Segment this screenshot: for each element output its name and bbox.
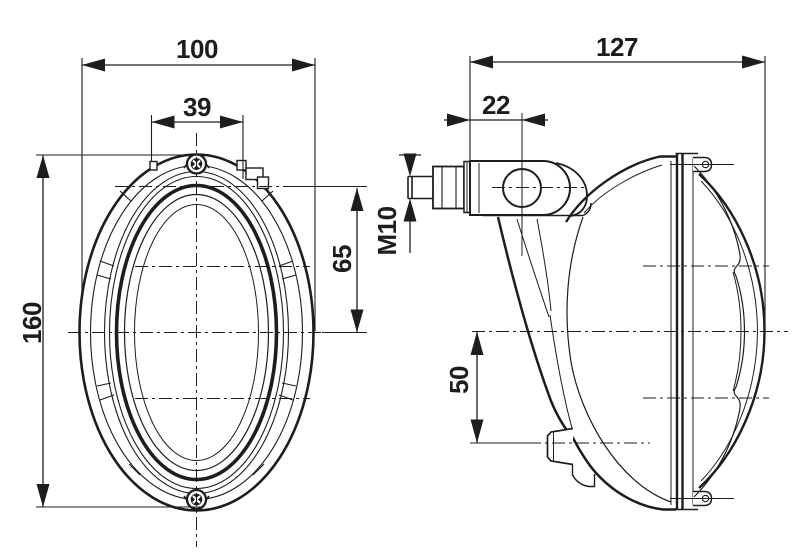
reflector-bowl-arc: [566, 216, 672, 503]
dim-bracket-width-39: 39: [150, 92, 244, 179]
grommet-step-block: [571, 464, 596, 488]
stud-nut-facets: [441, 166, 457, 209]
dim-thread-m10-label: M10: [372, 206, 402, 255]
dim-upper-offset-65-label: 65: [327, 245, 357, 273]
dim-arrow: [470, 419, 484, 443]
stud-nut: [432, 165, 465, 210]
housing-bottom-contour: [571, 437, 676, 511]
dim-connector-offset-50-label: 50: [444, 366, 474, 394]
dim-depth-127: 127: [469, 32, 766, 331]
dim-width-100: 100: [81, 34, 316, 331]
dim-arrow: [470, 331, 484, 355]
m10-stud: [407, 175, 433, 200]
dim-arrow: [36, 484, 50, 507]
bracket-foot: [483, 202, 592, 217]
housing-strut-lines: [516, 218, 573, 429]
dim-pivot-offset-22-label: 22: [482, 90, 510, 120]
dim-arrow: [36, 155, 50, 178]
housing-top-inner-line: [583, 164, 663, 214]
lens-outer-inner-line: [700, 180, 759, 482]
housing-left-contour: [496, 216, 574, 439]
dim-arrow: [522, 113, 545, 127]
dim-depth-127-label: 127: [596, 32, 638, 62]
dim-pivot-offset-22: 22: [444, 90, 548, 127]
dim-arrow: [447, 113, 470, 127]
clip-centerlines: [670, 164, 734, 499]
dim-height-160-label: 160: [17, 302, 47, 344]
dim-upper-offset-65: 65: [294, 185, 367, 334]
housing-top-contour: [564, 155, 677, 223]
dim-arrow: [350, 309, 364, 333]
dim-connector-offset-50: 50: [444, 331, 529, 444]
dim-arrow: [350, 188, 364, 211]
front-view: [68, 133, 339, 547]
dim-arrow: [742, 55, 765, 69]
trim-segment-ticks-left: [96, 190, 141, 476]
dim-arrow: [403, 153, 417, 177]
mount-step-3: [256, 176, 270, 190]
dim-arrow: [403, 198, 417, 222]
dim-arrow: [292, 58, 315, 72]
mount-step-2: [245, 167, 264, 181]
dim-arrow: [82, 58, 105, 72]
rim-edges: [675, 152, 698, 511]
dim-width-100-label: 100: [176, 34, 218, 64]
trim-segment-ticks-right: [252, 190, 297, 476]
dim-arrow: [470, 55, 493, 69]
mount-step-1: [236, 159, 247, 171]
side-view: [407, 113, 788, 511]
dim-arrow: [151, 115, 175, 129]
dim-thread-m10: M10: [372, 153, 421, 256]
mount-tab-left: [149, 160, 158, 171]
cable-grommet: [546, 427, 574, 466]
dim-height-160: 160: [17, 154, 202, 508]
dim-bracket-width-39-label: 39: [183, 92, 211, 122]
dim-arrow: [220, 115, 243, 129]
